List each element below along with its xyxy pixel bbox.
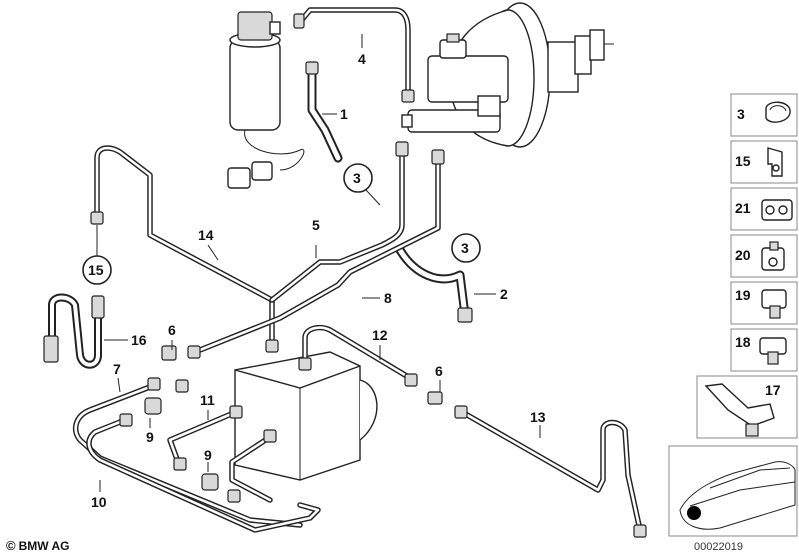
callout-3a-circle: 3 — [343, 163, 373, 193]
pressure-accumulator — [227, 11, 305, 189]
callout-3b: 3 — [461, 240, 469, 256]
callout-15-circle: 15 — [82, 255, 112, 285]
panel-item-19: 19 — [730, 281, 798, 325]
callout-5: 5 — [312, 217, 320, 233]
callout-1: 1 — [340, 106, 348, 122]
callout-13: 13 — [530, 409, 546, 425]
callouts: 4 1 3 14 5 3 2 15 8 16 6 12 7 6 11 9 13 … — [82, 51, 546, 510]
location-marker-icon — [687, 506, 701, 520]
svg-text:21: 21 — [735, 200, 751, 216]
callout-10: 10 — [91, 494, 107, 510]
callout-3a: 3 — [353, 170, 361, 186]
copyright-icon: © — [6, 538, 16, 553]
panel-item-18: 18 — [730, 328, 798, 372]
panel-item-21: 21 — [730, 187, 798, 231]
leader-lines — [96, 34, 541, 492]
hydraulic-unit — [234, 351, 378, 481]
svg-text:3: 3 — [737, 106, 745, 122]
callout-12: 12 — [372, 327, 388, 343]
svg-text:19: 19 — [735, 287, 751, 303]
callout-6b: 6 — [435, 363, 443, 379]
callout-15: 15 — [88, 262, 104, 278]
panel-item-15: 15 — [730, 140, 798, 184]
callout-9b: 9 — [204, 447, 212, 463]
svg-text:17: 17 — [765, 382, 781, 398]
callout-9a: 9 — [146, 429, 154, 445]
panel-item-17: 17 — [696, 375, 798, 439]
car-locator — [668, 445, 798, 537]
callout-14: 14 — [198, 227, 214, 243]
panel-item-3: 3 — [730, 93, 798, 137]
callout-11: 11 — [200, 392, 215, 408]
brake-lines — [48, 7, 643, 533]
callout-6a: 6 — [168, 322, 176, 338]
brand-mark: © BMW AG — [6, 538, 69, 553]
fittings — [43, 13, 647, 538]
svg-text:18: 18 — [735, 334, 751, 350]
callout-7: 7 — [113, 361, 121, 377]
master-cylinder — [401, 33, 509, 133]
callout-4: 4 — [358, 51, 366, 67]
callout-16: 16 — [131, 332, 147, 348]
brand-text: BMW AG — [18, 538, 70, 553]
document-number: 00022019 — [694, 541, 743, 553]
callout-3b-circle: 3 — [451, 233, 481, 263]
svg-text:20: 20 — [735, 247, 751, 263]
callout-8: 8 — [384, 290, 392, 306]
panel-item-20: 20 — [730, 234, 798, 278]
parts-panel: 3 15 21 20 19 — [696, 93, 798, 439]
callout-2: 2 — [500, 286, 508, 302]
svg-text:15: 15 — [735, 153, 751, 169]
